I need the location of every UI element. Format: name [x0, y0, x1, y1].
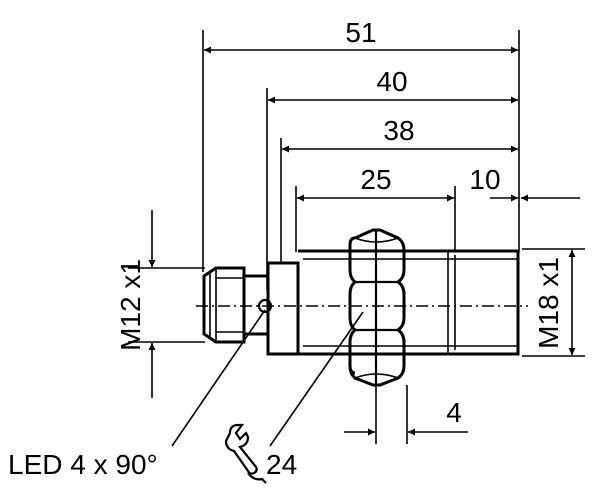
dim-40: 40 [376, 66, 407, 97]
extension-lines [128, 30, 585, 444]
lock-nut [348, 228, 406, 387]
threaded-housing [298, 249, 520, 356]
wrench-leader [269, 311, 364, 447]
led-leader [171, 309, 266, 447]
dimension-lines [148, 46, 580, 436]
collar [266, 261, 300, 356]
leaders [171, 309, 364, 447]
sensor-body [196, 228, 528, 387]
dimension-labels: 51 40 38 25 10 4 M12 x1 M18 x1 [115, 17, 564, 428]
dim-4: 4 [446, 397, 462, 428]
wrench-icon [224, 423, 267, 484]
wrench-size: 24 [266, 449, 297, 480]
dim-38: 38 [383, 115, 414, 146]
led-callout: LED 4 x 90° [8, 449, 158, 480]
dim-10: 10 [469, 164, 500, 195]
connector-neck [244, 274, 270, 336]
thread-m18: M18 x1 [533, 257, 564, 349]
dim-51: 51 [345, 17, 376, 48]
dim-25: 25 [360, 164, 391, 195]
thread-m12: M12 x1 [115, 259, 146, 351]
